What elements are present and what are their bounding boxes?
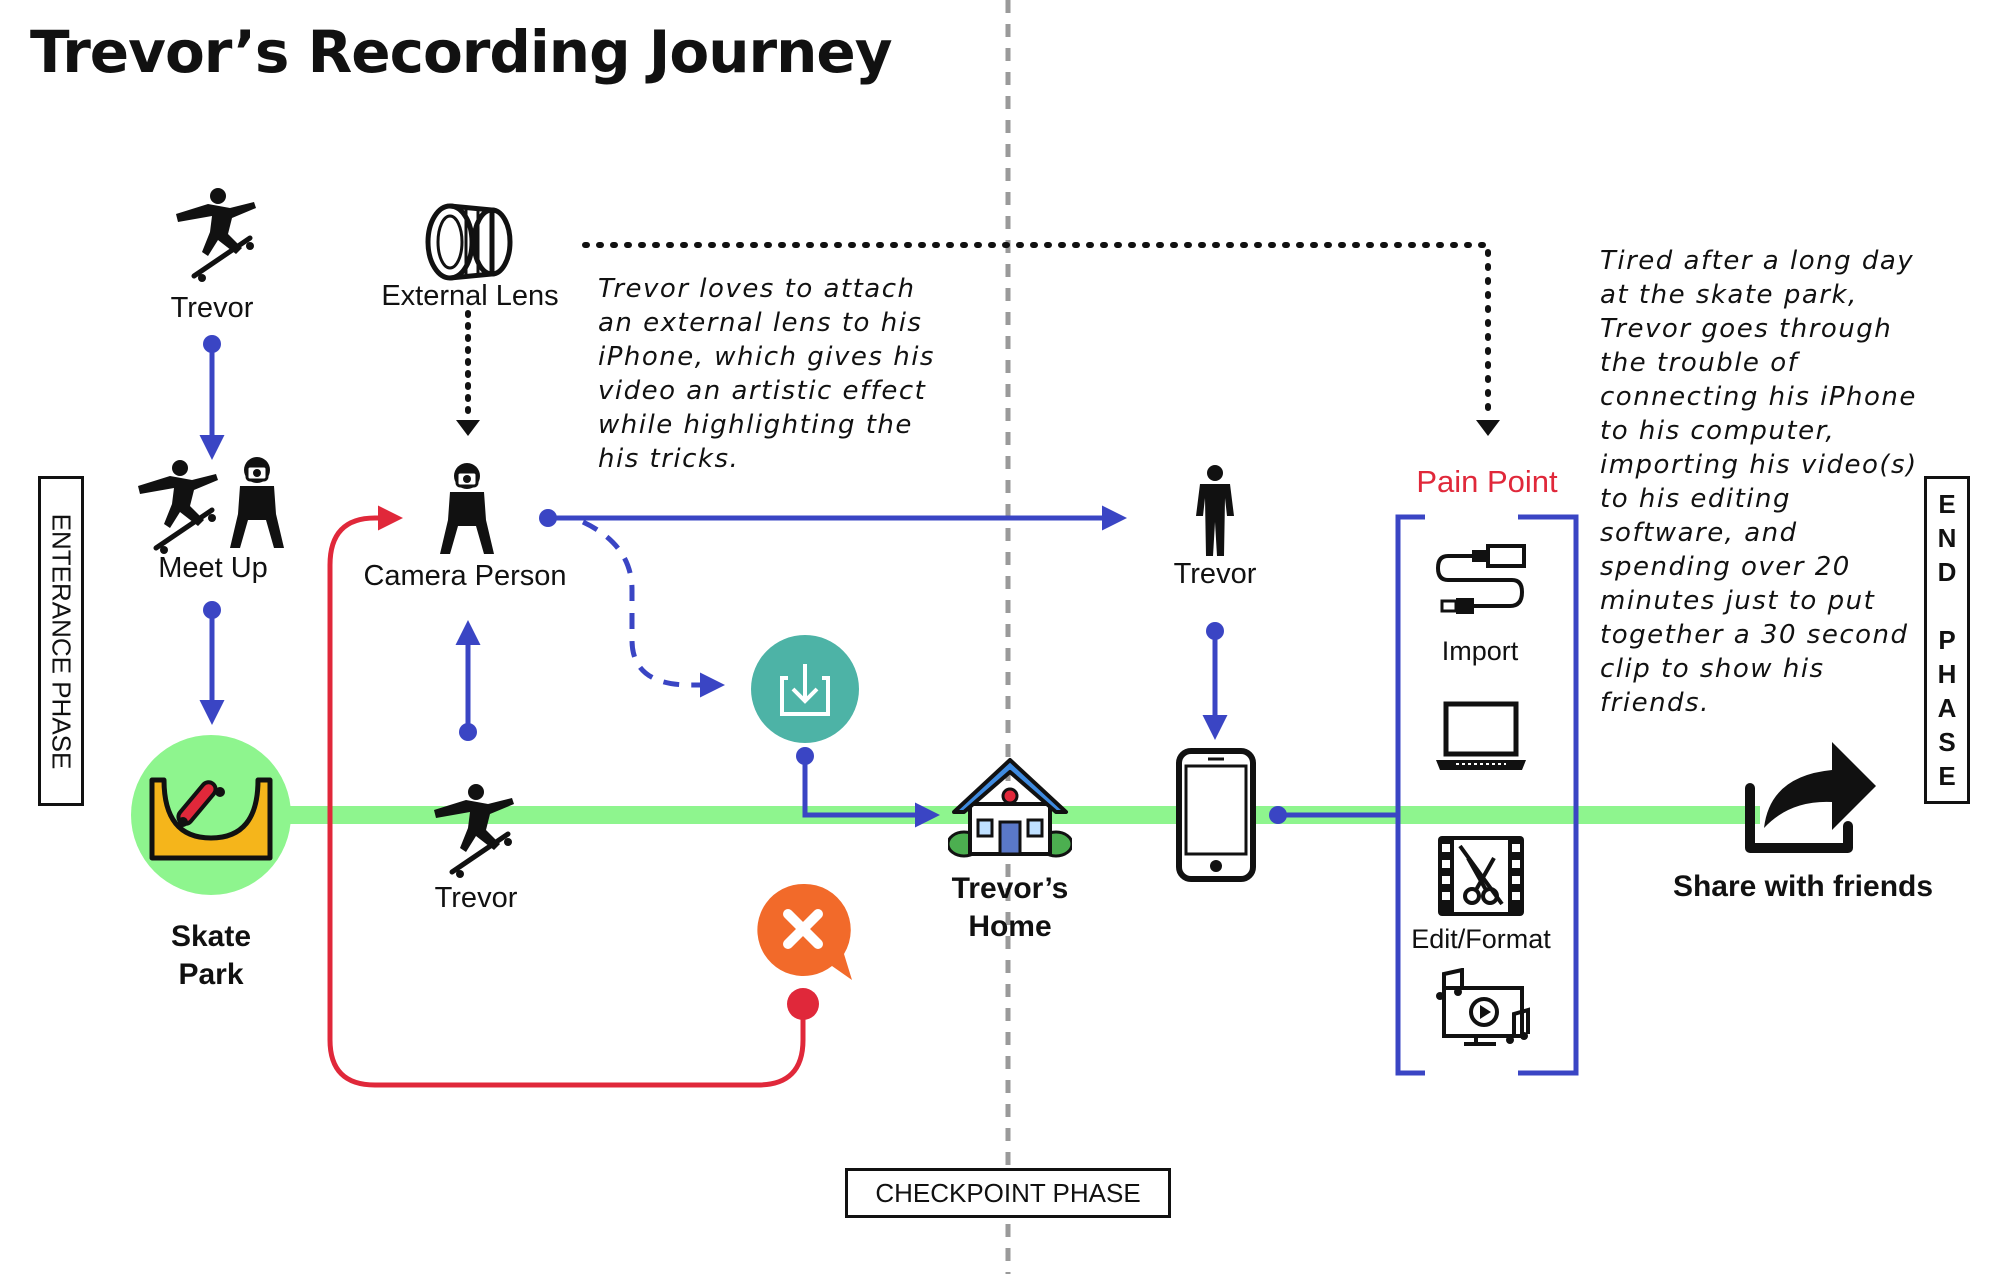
smartphone-icon	[1176, 748, 1256, 882]
trevors-home-line1: Trevor’s	[951, 872, 1069, 905]
meet-up-label: Meet Up	[158, 552, 268, 584]
camera-person-icon	[440, 463, 494, 554]
end-phase-letter: A	[1937, 693, 1957, 723]
download-icon	[751, 635, 859, 743]
edit-format-label: Edit/Format	[1411, 924, 1551, 954]
end-phase-letter: E	[1938, 489, 1956, 519]
skate-park-label: Skate Park	[146, 918, 276, 994]
end-phase-letter	[1943, 589, 1950, 623]
house-icon	[948, 758, 1072, 858]
video-edit-icon	[1438, 836, 1524, 916]
entrance-phase-label: ENTERANCE PHASE	[46, 513, 77, 769]
share-arrow-icon	[1745, 742, 1876, 853]
trevor-top-label: Trevor	[170, 292, 254, 324]
skate-ramp-icon	[131, 735, 291, 895]
skater-icon	[138, 460, 218, 554]
skate-park-line1: Skate	[170, 920, 252, 953]
page-title: Trevor’s Recording Journey	[30, 18, 893, 86]
checkpoint-phase-label: CHECKPOINT PHASE	[875, 1177, 1141, 1208]
arrow-download-home	[802, 756, 940, 828]
end-note: Tired after a long day at the skate park…	[1600, 246, 1918, 718]
import-label: Import	[1441, 636, 1519, 666]
error-bubble-icon	[757, 883, 852, 980]
skater-icon	[176, 188, 256, 282]
end-phase-letter: P	[1938, 625, 1956, 655]
lens-note: Trevor loves to attach an external lens …	[598, 274, 935, 474]
skate-park-line2: Park	[178, 958, 244, 991]
skater-icon	[434, 784, 514, 878]
laptop-icon	[1436, 701, 1526, 770]
arrow-error-camera	[327, 505, 806, 1088]
trevors-home-line2: Home	[968, 910, 1052, 943]
end-phase-letter: S	[1938, 727, 1956, 757]
end-phase-letter: E	[1938, 761, 1956, 791]
trevor-standing-label: Trevor	[1173, 558, 1257, 590]
camera-person-label: Camera Person	[363, 560, 567, 592]
person-icon	[1196, 465, 1234, 556]
end-phase-letter: D	[1937, 557, 1957, 587]
end-phase-letter: N	[1937, 523, 1957, 553]
usb-cable-icon	[1435, 544, 1526, 614]
pain-point-label: Pain Point	[1416, 464, 1558, 499]
end-phase-letter: H	[1937, 659, 1957, 689]
arrow-camera-download	[581, 519, 725, 698]
trevor-skating-label: Trevor	[434, 882, 518, 914]
share-label: Share with friends	[1672, 870, 1934, 903]
camera-person-icon	[230, 457, 284, 548]
lens-icon	[425, 203, 513, 281]
media-icon	[1436, 968, 1530, 1046]
checkpoint-phase-box: CHECKPOINT PHASE	[845, 1168, 1171, 1218]
external-lens-label: External Lens	[381, 280, 559, 312]
trevors-home-label: Trevor’s Home	[930, 870, 1090, 946]
pain-point-bracket	[1395, 514, 1579, 1076]
entrance-phase-box: ENTERANCE PHASE	[38, 476, 84, 806]
